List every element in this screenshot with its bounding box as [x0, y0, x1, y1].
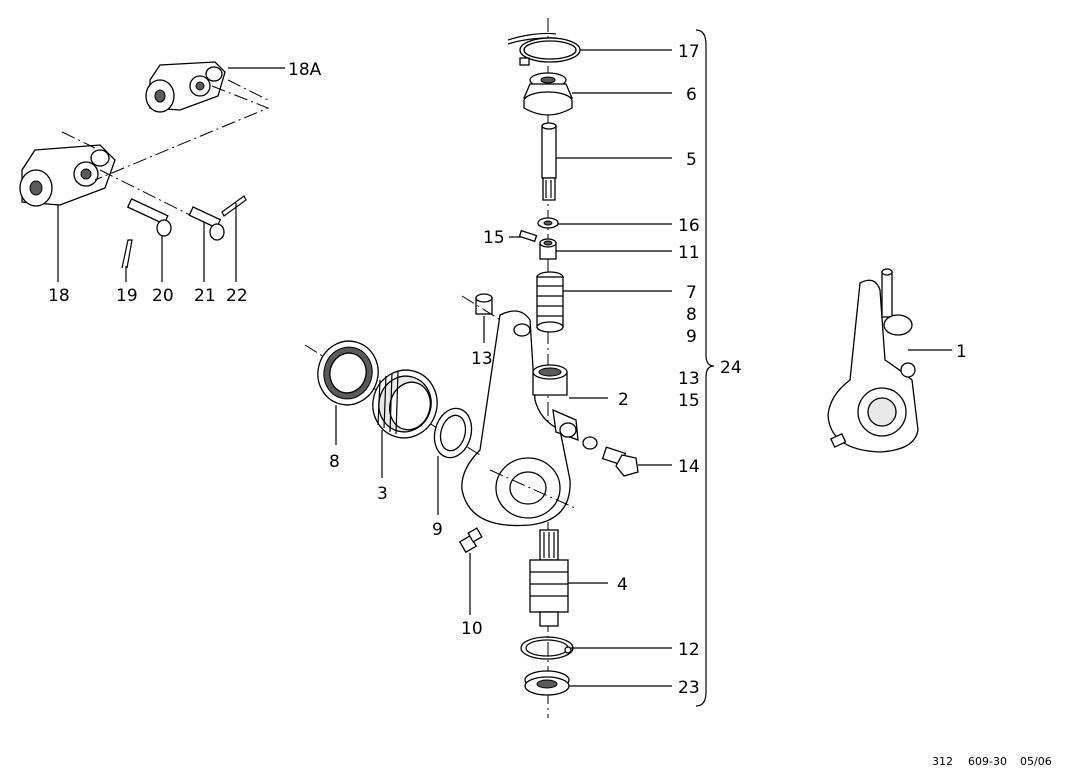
label-8-left: 8: [329, 452, 340, 472]
part-11-sleeve: [539, 238, 557, 260]
label-4: 4: [617, 575, 628, 595]
label-13-right: 13: [678, 369, 700, 389]
part-20-pin: [126, 198, 172, 237]
footer: 312 609-30 05/06: [932, 755, 1052, 768]
footer-page: 312: [932, 755, 953, 768]
label-20: 20: [152, 286, 174, 306]
label-12: 12: [678, 640, 700, 660]
label-15-right: 15: [678, 391, 700, 411]
label-10: 10: [461, 619, 483, 639]
label-15-left: 15: [483, 228, 505, 248]
part-6-cap: [523, 72, 573, 116]
label-19: 19: [116, 286, 138, 306]
label-9-right: 9: [686, 327, 697, 347]
part-labels: 17 6 5 16 15 11 7 8 9 13 13 24 2 15 8 14…: [48, 42, 967, 698]
part-16-washer: [537, 217, 559, 229]
label-14: 14: [678, 457, 700, 477]
label-1: 1: [956, 342, 967, 362]
part-17-clamp: [507, 32, 581, 66]
label-8-right: 8: [686, 305, 697, 325]
label-16: 16: [678, 216, 700, 236]
part-15-pin: [518, 229, 538, 243]
label-6: 6: [686, 85, 697, 105]
part-9-thrust-ring: [433, 407, 473, 459]
footer-date: 05/06: [1020, 755, 1052, 768]
part-18a-clevis: [145, 61, 226, 113]
part-14-bolt: [582, 436, 639, 477]
label-9-left: 9: [432, 520, 443, 540]
label-18a: 18A: [288, 60, 322, 80]
part-2-arm-body: [461, 310, 579, 527]
label-22: 22: [226, 286, 248, 306]
part-10-grease-nipple: [458, 527, 483, 554]
part-13-bushing: [461, 293, 521, 333]
part-4-splined-shaft: [529, 529, 569, 627]
part-21-pin: [188, 206, 225, 241]
footer-code: 609-30: [968, 755, 1007, 768]
label-24: 24: [720, 358, 742, 378]
label-2: 2: [618, 390, 629, 410]
part-1-slack-adjuster-assembly: [827, 268, 919, 453]
label-13-left: 13: [471, 349, 493, 369]
label-3: 3: [377, 484, 388, 504]
leader-lines: [57, 29, 952, 707]
label-23: 23: [678, 678, 700, 698]
label-21: 21: [194, 286, 216, 306]
part-22-cotter-pin: [221, 195, 247, 217]
label-17: 17: [678, 42, 700, 62]
part-18-clevis: [19, 144, 116, 207]
label-7: 7: [686, 283, 697, 303]
label-5: 5: [686, 150, 697, 170]
label-18: 18: [48, 286, 70, 306]
part-5-shaft: [541, 122, 557, 201]
label-11: 11: [678, 243, 700, 263]
part-7-worm: [536, 271, 564, 333]
part-3-roller-bearing: [372, 369, 438, 439]
part-19-cotter-pin: [121, 239, 133, 269]
part-23-seal: [524, 670, 570, 696]
part-12-snap-ring: [520, 636, 574, 660]
